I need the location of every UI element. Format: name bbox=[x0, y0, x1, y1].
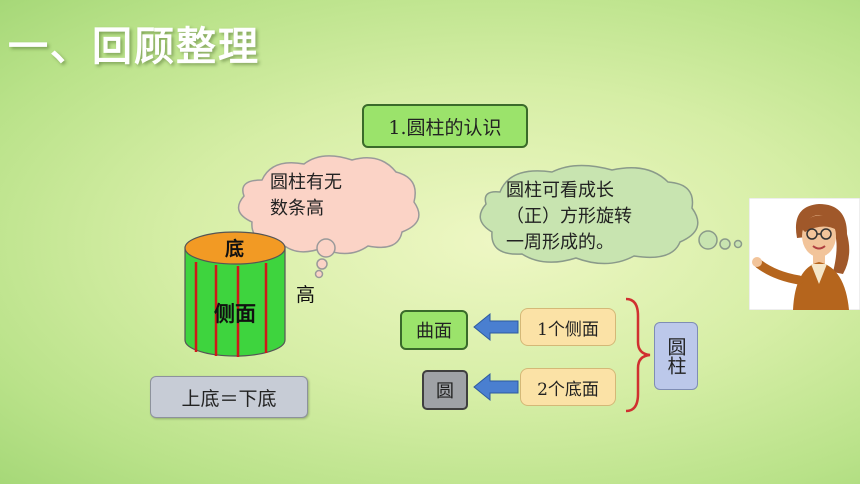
cylinder-diagram bbox=[184, 231, 286, 357]
source-two-bases: 2个底面 bbox=[520, 368, 616, 406]
cloud-left-line-1: 圆柱有无 bbox=[270, 172, 342, 193]
cylinder-side-label: 侧面 bbox=[214, 302, 256, 326]
cloud-right-line-2: （正）方形旋转 bbox=[506, 206, 632, 227]
cloud-left-line-2: 数条高 bbox=[270, 198, 324, 219]
thought-cloud-right bbox=[479, 164, 743, 265]
cloud-right-line-3: 一周形成的。 bbox=[506, 232, 614, 253]
teacher-illustration bbox=[749, 198, 860, 310]
equation-box: 上底＝下底 bbox=[150, 376, 308, 418]
page-title: 一、回顾整理 bbox=[8, 24, 260, 70]
cloud-right-line-1: 圆柱可看成长 bbox=[506, 180, 614, 201]
result-curved-surface: 曲面 bbox=[400, 310, 468, 350]
cloud-left-text: 圆柱有无 数条高 bbox=[270, 170, 342, 222]
cloud-right-text: 圆柱可看成长 （正）方形旋转 一周形成的。 bbox=[506, 178, 632, 256]
cylinder-height-label: 高 bbox=[296, 284, 316, 306]
source-side-face: 1个侧面 bbox=[520, 308, 616, 346]
thought-cloud-left bbox=[237, 155, 420, 279]
arrow-left-icon bbox=[473, 372, 519, 402]
result-circle: 圆 bbox=[422, 370, 468, 410]
arrow-left-icon bbox=[473, 312, 519, 342]
cylinder-top-label: 底 bbox=[225, 238, 245, 260]
brace-icon bbox=[625, 297, 651, 413]
summary-cylinder: 圆柱 bbox=[654, 322, 698, 390]
topic-heading: 1.圆柱的认识 bbox=[362, 104, 528, 148]
